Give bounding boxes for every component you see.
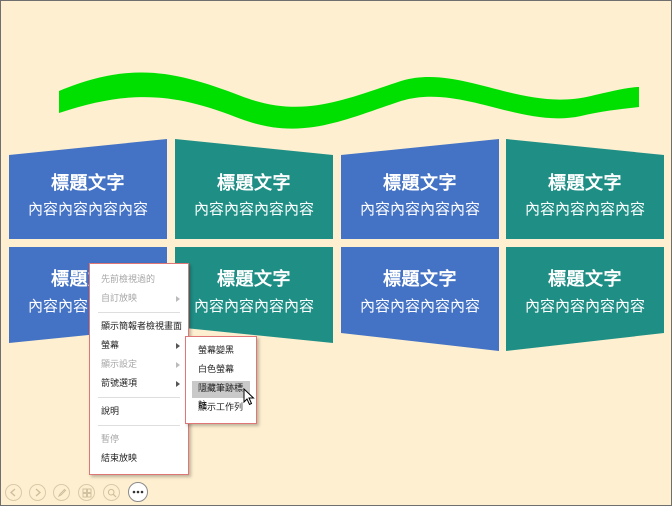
menu-item-pointer-options[interactable]: 箭號選項	[90, 375, 188, 393]
zoom-button[interactable]	[103, 484, 120, 501]
menu-separator	[98, 312, 180, 313]
menu-item-label: 顯示設定	[101, 360, 138, 370]
submenu-arrow-icon	[176, 343, 180, 349]
previous-icon	[10, 488, 16, 497]
menu-item-label: 說明	[101, 407, 120, 417]
content-tile: 標題文字 內容內容內容內容	[341, 139, 499, 239]
menu-item-last-viewed[interactable]: 先前檢視過的	[90, 271, 188, 289]
tile-title: 標題文字	[217, 173, 291, 194]
submenu-item-label: 顯示工作列	[198, 403, 244, 413]
menu-item-help[interactable]: 說明	[90, 403, 188, 421]
tile-body: 內容內容內容內容	[524, 200, 645, 218]
tile-body: 內容內容內容內容	[193, 200, 314, 218]
tile-body: 內容內容內容內容	[359, 200, 480, 218]
content-tile: 標題文字 內容內容內容內容	[175, 247, 333, 347]
menu-item-custom-show[interactable]: 自訂放映	[90, 290, 188, 308]
pen-tool-button[interactable]	[53, 484, 70, 501]
submenu-item-hide-ink-markup[interactable]: 隱藏筆跡標註	[192, 381, 250, 411]
tile-title: 標題文字	[51, 173, 125, 194]
content-tile: 標題文字 內容內容內容內容	[341, 247, 499, 351]
tile-title: 標題文字	[217, 269, 291, 290]
menu-item-end-show[interactable]: 結束放映	[90, 450, 188, 468]
menu-item-label: 自訂放映	[101, 294, 138, 304]
menu-item-label: 顯示簡報者檢視畫面	[101, 322, 183, 332]
mouse-pointer-icon	[243, 388, 255, 406]
content-tile: 標題文字 內容內容內容內容	[506, 247, 664, 351]
see-all-slides-button[interactable]	[78, 484, 95, 501]
next-slide-button[interactable]	[29, 484, 46, 501]
see-all-slides-icon	[82, 488, 91, 497]
more-options-button[interactable]	[128, 482, 148, 502]
submenu-item-black-screen[interactable]: 螢幕變黑	[192, 343, 250, 360]
submenu-item-label: 螢幕變黑	[198, 346, 235, 356]
tile-title: 標題文字	[548, 173, 622, 194]
menu-item-presenter-view[interactable]: 顯示簡報者檢視畫面	[90, 318, 188, 336]
content-tile: 標題文字 內容內容內容內容	[9, 139, 167, 239]
tile-title: 標題文字	[383, 269, 457, 290]
submenu-item-white-screen[interactable]: 白色螢幕	[192, 362, 250, 379]
previous-slide-button[interactable]	[5, 484, 22, 501]
menu-item-label: 暫停	[101, 435, 120, 445]
menu-item-label: 先前檢視過的	[101, 275, 156, 285]
screen-submenu: 螢幕變黑 白色螢幕 隱藏筆跡標註 顯示工作列	[185, 336, 257, 424]
menu-item-screen[interactable]: 螢幕	[90, 337, 188, 355]
tile-body: 內容內容內容內容	[359, 297, 480, 315]
tile-body: 內容內容內容內容	[524, 297, 645, 315]
submenu-arrow-icon	[176, 362, 180, 368]
menu-item-pause[interactable]: 暫停	[90, 431, 188, 449]
menu-item-label: 結束放映	[101, 454, 138, 464]
next-icon	[35, 488, 41, 497]
more-options-icon	[132, 490, 144, 494]
menu-item-label: 箭號選項	[101, 379, 138, 389]
menu-item-label: 螢幕	[101, 341, 120, 351]
submenu-item-show-taskbar[interactable]: 顯示工作列	[192, 400, 250, 417]
submenu-item-label: 隱藏筆跡標註	[198, 384, 244, 411]
zoom-icon	[107, 488, 116, 497]
content-tile: 標題文字 內容內容內容內容	[506, 139, 664, 239]
tile-body: 內容內容內容內容	[27, 200, 148, 218]
submenu-arrow-icon	[176, 381, 180, 387]
tile-title: 標題文字	[383, 173, 457, 194]
pen-icon	[57, 488, 66, 497]
menu-separator	[98, 397, 180, 398]
menu-item-display-settings[interactable]: 顯示設定	[90, 356, 188, 374]
submenu-arrow-icon	[176, 296, 180, 302]
green-wave-shape	[59, 72, 639, 129]
slideshow-context-menu: 先前檢視過的 自訂放映 顯示簡報者檢視畫面 螢幕 顯示設定 箭號選項 說明 暫停	[89, 263, 189, 475]
content-tile: 標題文字 內容內容內容內容	[175, 139, 333, 239]
tile-title: 標題文字	[548, 269, 622, 290]
tile-body: 內容內容內容內容	[193, 297, 314, 315]
submenu-item-label: 白色螢幕	[198, 365, 235, 375]
menu-separator	[98, 425, 180, 426]
slideshow-toolbar	[1, 481, 201, 505]
